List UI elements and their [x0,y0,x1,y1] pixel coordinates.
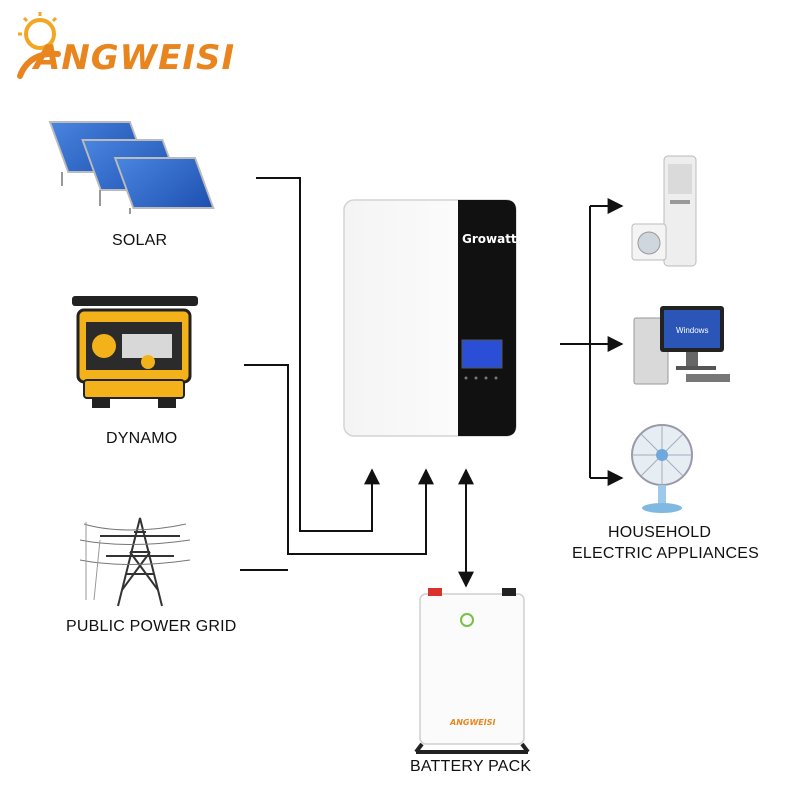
electric-fan-icon [631,424,693,513]
inverter-brand-label: Growatt [462,232,517,246]
power-pylon-icon [79,517,191,607]
loads-label-line1: HOUSEHOLD [608,524,712,541]
air-conditioner-washer-icon [631,155,697,267]
battery-pack [414,588,530,754]
loads-label-line2: ELECTRIC APPLIANCES [572,545,759,562]
brand-logo: ANGWEISI [34,38,236,78]
connection-lines [240,177,624,588]
source-label-solar: SOLAR [112,232,168,249]
logo-sun-icon [17,12,61,79]
source-label-grid: PUBLIC POWER GRID [66,618,237,635]
source-label-dynamo: DYNAMO [106,430,178,447]
inverter [343,199,517,437]
battery-brand-label: ANGWEISI [450,718,496,727]
battery-pack-label: BATTERY PACK [410,758,532,775]
generator-icon [72,296,198,408]
computer-screen-text: Windows [676,326,709,335]
inverter-display [461,339,503,369]
battery-status-icon [460,613,474,627]
desktop-computer-icon [633,306,730,385]
solar-panels-icon [48,121,215,214]
